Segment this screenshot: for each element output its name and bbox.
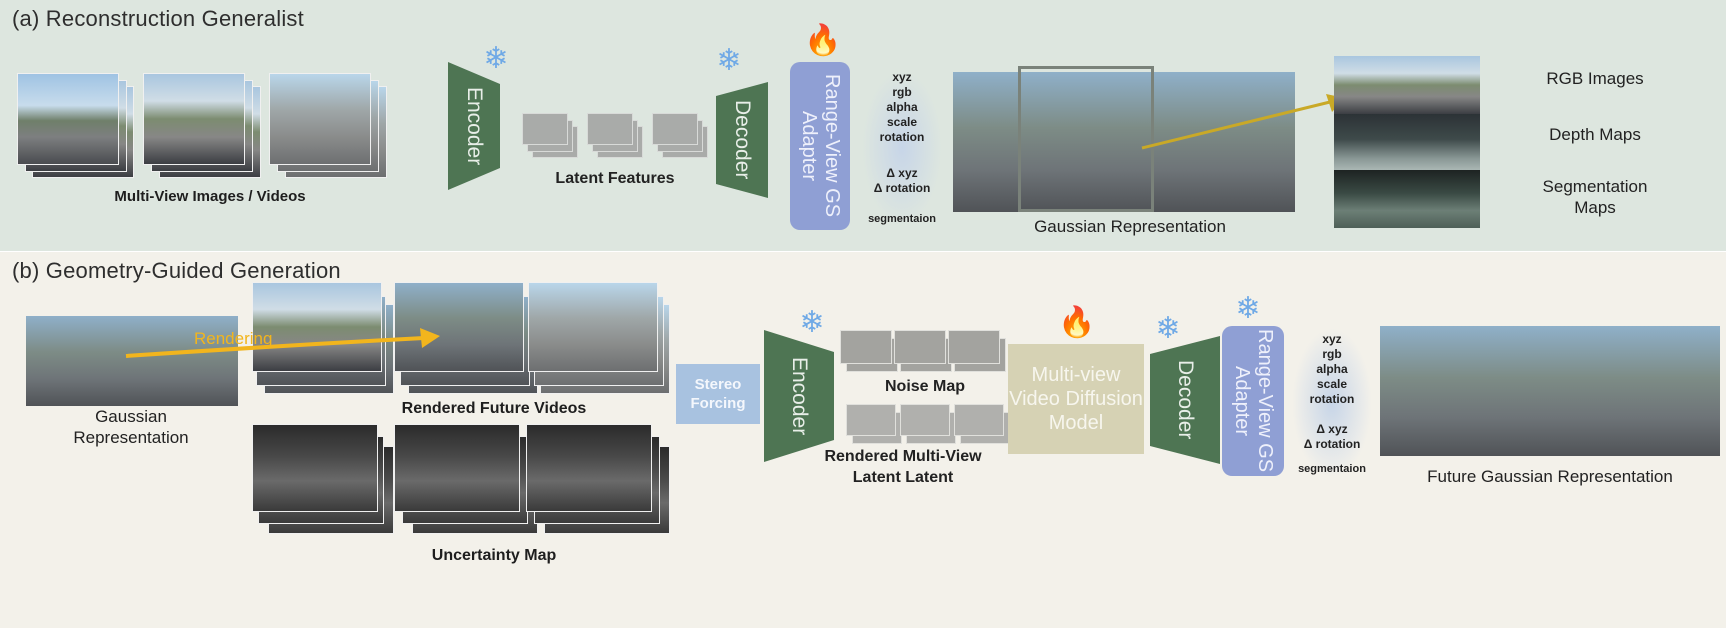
gaussian-input-label: Gaussian Representation [73, 407, 189, 447]
attr-scale-b: scale [1316, 377, 1348, 391]
depth-output-image [1334, 114, 1480, 170]
attr-rgb-b: rgb [1322, 347, 1342, 361]
diffusion-model-block: Multi-view Video Diffusion Model [1008, 344, 1144, 454]
rgb-output-image [1334, 56, 1480, 114]
gs-adapter-block [790, 62, 850, 230]
encoder-label-b: Encoder [788, 356, 811, 436]
decoder-block [716, 82, 768, 198]
future-gaussian-label: Future Gaussian Representation [1427, 467, 1673, 486]
panel-reconstruction: (a) Reconstruction Generalist Multi-View… [0, 0, 1726, 251]
attribute-glow [862, 70, 942, 225]
stereo-forcing-block: Stereo Forcing [676, 364, 760, 424]
rgb-output-label: RGB Images [1546, 69, 1644, 88]
gaussian-label: Gaussian Representation [1034, 217, 1226, 236]
attr-scale: scale [886, 115, 918, 129]
snowflake-icon: ❄ [1155, 312, 1181, 345]
attr-delta-xyz-b: Δ xyz [1316, 422, 1348, 436]
uncertainty-label: Uncertainty Map [431, 547, 557, 564]
rendering-arrow [125, 328, 440, 358]
encoder-block-b [764, 330, 834, 462]
attr-segmentation-b: segmentaion [1298, 463, 1366, 475]
encoder-label: Encoder [463, 86, 486, 166]
flame-icon: 🔥 [1058, 306, 1096, 339]
flame-icon: 🔥 [804, 24, 842, 57]
input-label: Multi-View Images / Videos [114, 188, 306, 205]
depth-output-label: Depth Maps [1549, 125, 1641, 144]
attr-delta-xyz: Δ xyz [886, 166, 918, 180]
encoder-block [448, 62, 500, 190]
attr-delta-rotation: Δ rotation [873, 181, 931, 195]
segmentation-output-label: Segmentation Maps [1542, 177, 1648, 217]
panel-a-title: (a) Reconstruction Generalist [12, 6, 304, 31]
crop-frame [1018, 66, 1154, 212]
projection-arrow [1141, 94, 1345, 150]
attr-rotation: rotation [879, 130, 925, 144]
attr-segmentation: segmentaion [868, 213, 936, 225]
attr-xyz: xyz [892, 70, 912, 84]
attr-alpha-b: alpha [1316, 362, 1348, 376]
snowflake-icon: ❄ [483, 42, 509, 75]
snowflake-icon: ❄ [799, 306, 825, 339]
rendered-latent-label: Rendered Multi-View Latent Latent [824, 448, 982, 486]
panel-generation: (b) Geometry-Guided Generation Gaussian … [0, 252, 1726, 628]
gaussian-input-image [26, 316, 238, 406]
attr-xyz-b: xyz [1322, 332, 1342, 346]
rendered-videos-label: Rendered Future Videos [401, 400, 587, 417]
noise-map-label: Noise Map [884, 378, 965, 395]
snowflake-icon: ❄ [716, 44, 742, 77]
attr-delta-rotation-b: Δ rotation [1303, 437, 1361, 451]
snowflake-icon: ❄ [1235, 292, 1261, 325]
attr-rotation-b: rotation [1309, 392, 1355, 406]
attr-rgb: rgb [892, 85, 912, 99]
rendering-label: Rendering [194, 329, 273, 348]
attr-alpha: alpha [886, 100, 918, 114]
gs-adapter-label: Range-View GS Adapter [798, 74, 843, 218]
gaussian-representation-image [953, 72, 1295, 212]
gs-adapter-block-b [1222, 326, 1284, 476]
gs-adapter-label-b: Range-View GS Adapter [1231, 329, 1276, 473]
panel-b-title: (b) Geometry-Guided Generation [12, 258, 341, 283]
attribute-glow-b [1292, 328, 1372, 478]
decoder-label-b: Decoder [1174, 360, 1197, 440]
latent-label: Latent Features [555, 170, 675, 187]
segmentation-output-image [1334, 170, 1480, 228]
decoder-block-b [1150, 336, 1220, 464]
future-gaussian-image [1380, 326, 1720, 456]
decoder-label: Decoder [731, 100, 754, 180]
